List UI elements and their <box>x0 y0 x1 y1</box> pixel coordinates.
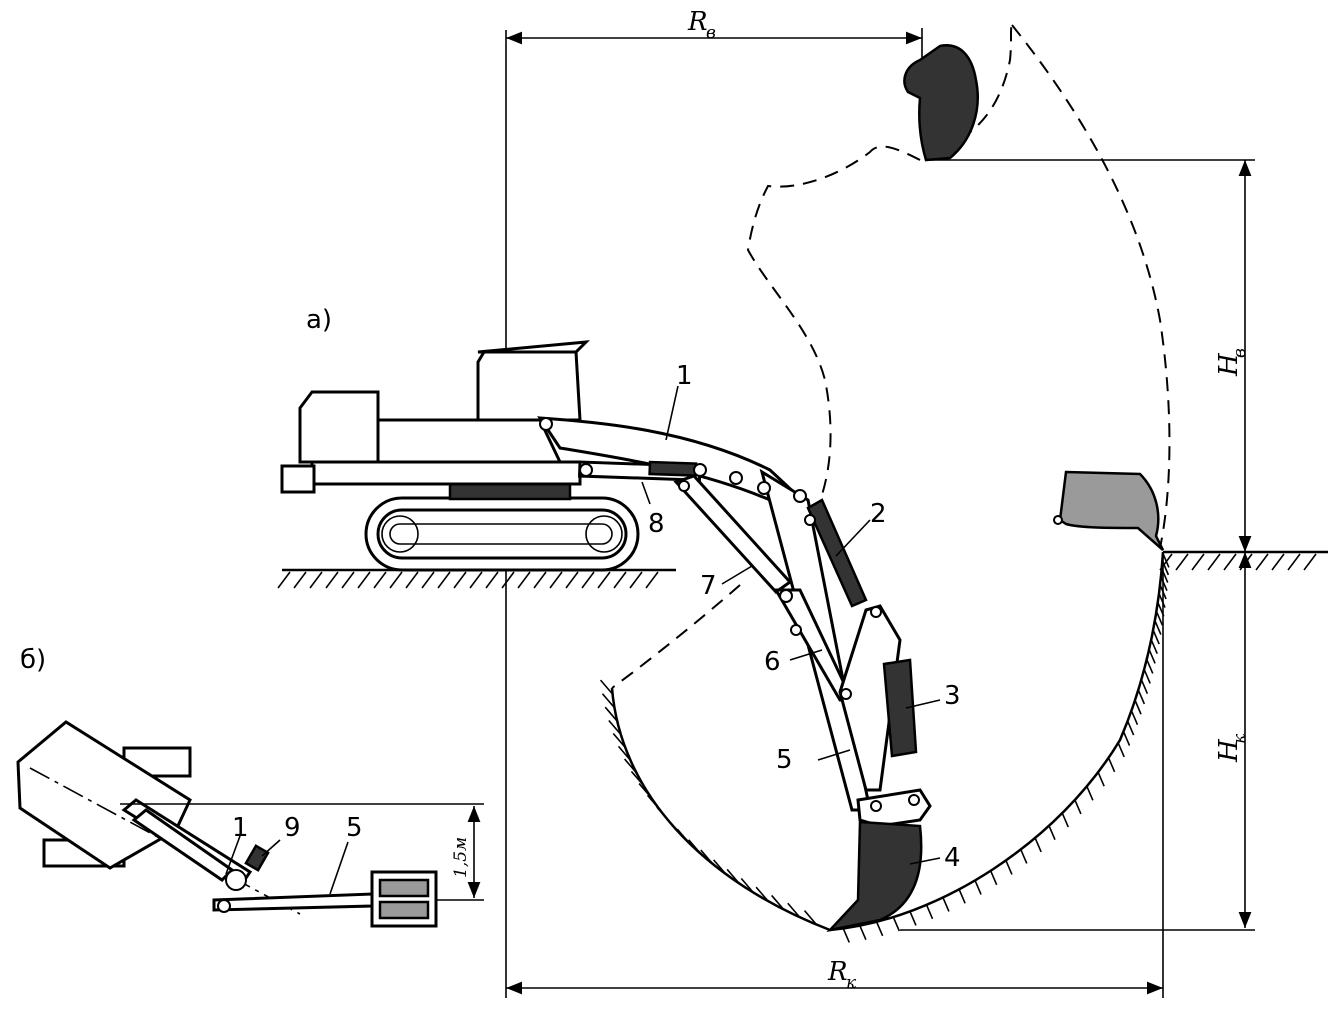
svg-text:R: R <box>827 957 848 987</box>
callout-1: 1 <box>676 361 693 391</box>
label-h-b: H в <box>1214 348 1250 377</box>
callout-b-1: 1 <box>232 813 249 843</box>
callout-2: 2 <box>870 499 887 529</box>
bucket-right-position <box>1058 470 1165 551</box>
dimension-lines <box>505 28 1255 998</box>
label-r-k: R к <box>827 957 857 993</box>
svg-text:к: к <box>846 973 857 993</box>
svg-text:в: в <box>1230 348 1250 358</box>
reach-envelope <box>611 145 921 689</box>
callouts-a: 1 2 3 4 5 6 7 8 <box>648 361 961 873</box>
callout-b-9: 9 <box>284 813 301 843</box>
callout-7: 7 <box>700 571 717 601</box>
callout-6: 6 <box>764 647 781 677</box>
upper-platform <box>310 460 582 486</box>
callout-8: 8 <box>648 509 665 539</box>
svg-text:H: H <box>1214 352 1244 377</box>
callout-4: 4 <box>944 843 961 873</box>
callout-b-5: 5 <box>346 813 363 843</box>
cab <box>476 350 582 422</box>
svg-text:в: в <box>706 23 716 43</box>
panel-b-label: б) <box>20 645 46 675</box>
outer-envelope <box>1011 24 1171 549</box>
engine-housing <box>376 418 563 464</box>
callouts-b: 1 9 5 <box>232 813 363 843</box>
callout-leaders-a <box>641 385 941 865</box>
pit-hatching <box>599 553 1170 943</box>
bucket-right-pin <box>1053 515 1063 525</box>
label-r-b: R в <box>687 7 716 43</box>
svg-text:R: R <box>687 7 708 37</box>
ground-left-hatching <box>277 571 659 589</box>
bucket <box>826 820 923 932</box>
horizontal-rod <box>212 892 374 912</box>
callout-3: 3 <box>944 681 961 711</box>
label-h-k: H к <box>1214 733 1250 763</box>
bucket-linkage <box>856 788 932 828</box>
svg-text:H: H <box>1214 738 1244 763</box>
panel-a-label: а) <box>306 305 332 335</box>
rear-block <box>298 390 380 464</box>
boom-pins <box>539 417 920 812</box>
bucket-upper-position <box>903 44 979 162</box>
bucket-arm <box>838 604 902 792</box>
callout-5: 5 <box>776 745 793 775</box>
panel-b-diagram <box>16 720 484 928</box>
stick-cylinder <box>806 498 868 608</box>
ground-right-hatching <box>1159 553 1317 571</box>
excavator <box>280 340 932 932</box>
depth-label: 1,5м <box>451 837 471 878</box>
bucket-cylinder <box>882 658 918 758</box>
svg-text:к: к <box>1230 733 1250 744</box>
counterweight <box>280 464 316 494</box>
